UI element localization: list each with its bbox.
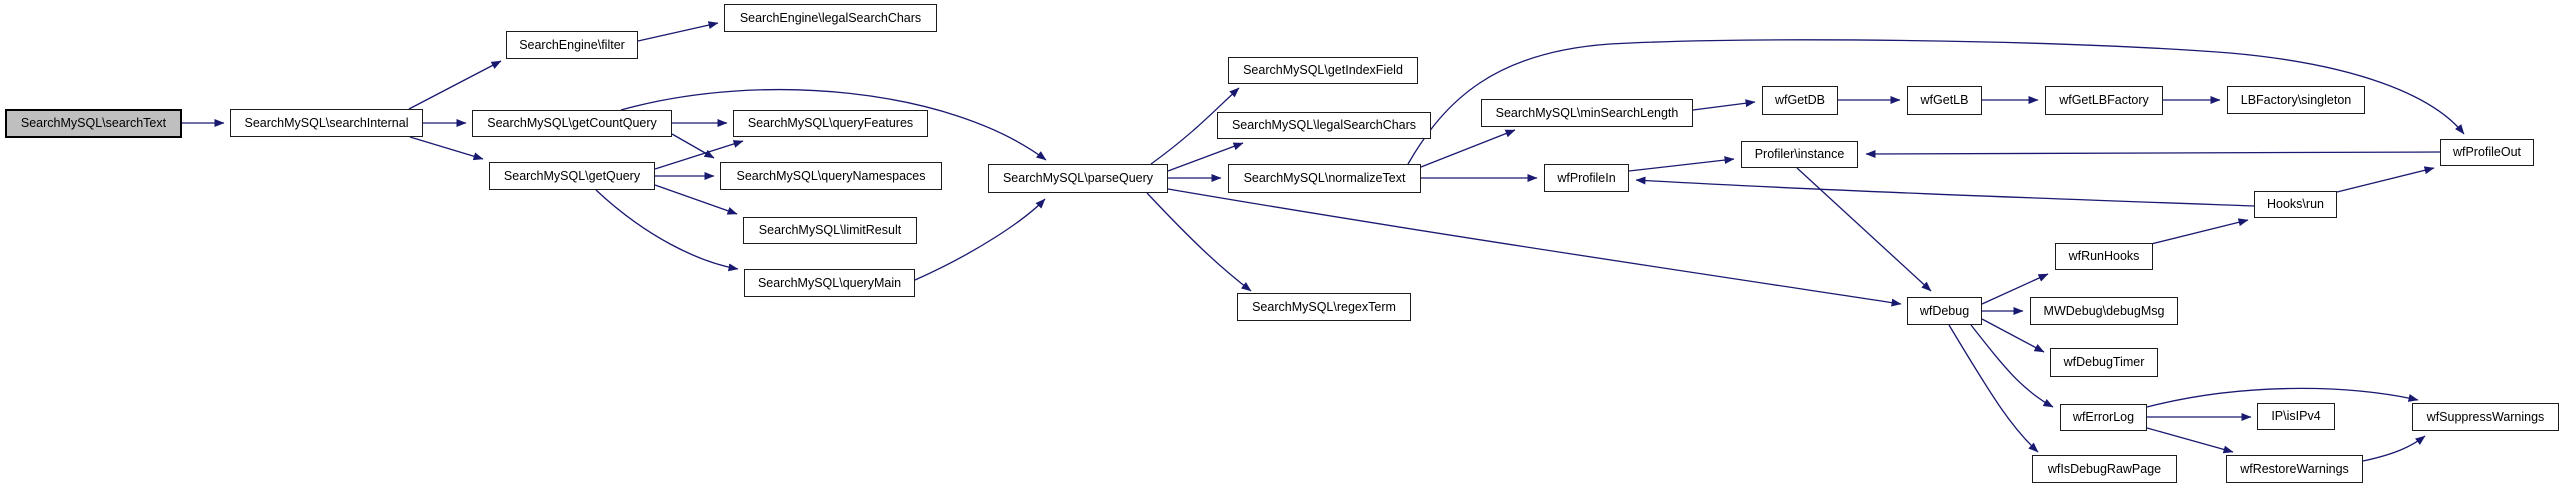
node-wf-is-debug-raw-page[interactable]: wfIsDebugRawPage (2032, 455, 2177, 483)
node-mw-debug-debug-msg[interactable]: MWDebug\debugMsg (2030, 297, 2178, 325)
node-hooks-run[interactable]: Hooks\run (2254, 191, 2337, 218)
node-query-main[interactable]: SearchMySQL\queryMain (744, 269, 915, 297)
edge-query-main-to-parse-query (914, 198, 1046, 281)
node-min-search-length[interactable]: SearchMySQL\minSearchLength (1481, 99, 1693, 127)
node-search-text[interactable]: SearchMySQL\searchText (5, 109, 182, 138)
node-profiler-instance[interactable]: Profiler\instance (1741, 141, 1858, 168)
edge-min-search-length-to-wf-get-db (1692, 99, 1756, 111)
edge-wf-restore-warnings-to-wf-suppress-warnings (2362, 435, 2426, 462)
edge-search-internal-to-se-filter (408, 60, 502, 110)
node-query-features[interactable]: SearchMySQL\queryFeatures (733, 110, 928, 137)
edge-wf-debug-to-wf-is-debug-raw-page (1948, 324, 2039, 453)
node-wf-suppress-warnings[interactable]: wfSuppressWarnings (2412, 403, 2559, 431)
node-normalize-text[interactable]: SearchMySQL\normalizeText (1228, 164, 1421, 193)
edge-wf-run-hooks-to-hooks-run (2150, 218, 2249, 245)
edge-parse-query-to-get-index-field (1150, 87, 1240, 165)
edge-get-count-query-to-query-namespaces (671, 133, 715, 159)
node-get-query[interactable]: SearchMySQL\getQuery (489, 162, 655, 190)
node-get-count-query[interactable]: SearchMySQL\getCountQuery (472, 110, 672, 137)
node-wf-debug-timer[interactable]: wfDebugTimer (2050, 348, 2158, 377)
node-wf-error-log[interactable]: wfErrorLog (2060, 404, 2147, 431)
node-lb-factory-singleton[interactable]: LBFactory\singleton (2227, 86, 2365, 114)
node-wf-profile-out[interactable]: wfProfileOut (2440, 139, 2534, 166)
edge-wf-debug-to-wf-debug-timer (1981, 318, 2045, 353)
edge-get-query-to-query-features (654, 140, 744, 170)
edge-hooks-run-to-wf-profile-in (1635, 176, 2255, 207)
node-parse-query[interactable]: SearchMySQL\parseQuery (988, 164, 1168, 193)
edge-wf-profile-out-to-profiler-instance (1865, 149, 2441, 158)
edge-wf-debug-to-wf-run-hooks (1981, 273, 2049, 305)
node-query-namespaces[interactable]: SearchMySQL\queryNamespaces (720, 162, 942, 190)
edge-parse-query-to-regex-term (1146, 192, 1252, 292)
edge-wf-debug-to-wf-error-log (1970, 324, 2054, 408)
node-wf-debug[interactable]: wfDebug (1907, 297, 1982, 325)
node-wf-get-lb[interactable]: wfGetLB (1907, 86, 1982, 115)
edge-normalize-text-to-wf-profile-out (1407, 39, 2465, 165)
node-wf-restore-warnings[interactable]: wfRestoreWarnings (2226, 455, 2363, 483)
edge-se-filter-to-se-legal-search-chars (637, 21, 719, 42)
node-get-index-field[interactable]: SearchMySQL\getIndexField (1228, 57, 1418, 84)
edge-parse-query-to-wf-debug (1167, 188, 1902, 307)
edge-wf-error-log-to-wf-suppress-warnings (2146, 387, 2419, 408)
edge-wf-error-log-to-wf-restore-warnings (2146, 427, 2234, 454)
node-ip-is-ipv4[interactable]: IP\isIPv4 (2257, 403, 2335, 430)
edge-get-query-to-limit-result (654, 184, 738, 215)
node-wf-get-lb-factory[interactable]: wfGetLBFactory (2045, 86, 2163, 115)
node-se-legal-search-chars[interactable]: SearchEngine\legalSearchChars (724, 4, 937, 32)
edge-normalize-text-to-min-search-length (1420, 129, 1516, 168)
edge-get-query-to-query-main (595, 189, 739, 272)
node-sm-legal-search-chars[interactable]: SearchMySQL\legalSearchChars (1217, 112, 1431, 139)
node-regex-term[interactable]: SearchMySQL\regexTerm (1237, 293, 1411, 321)
node-search-internal[interactable]: SearchMySQL\searchInternal (230, 109, 423, 137)
node-wf-run-hooks[interactable]: wfRunHooks (2055, 243, 2153, 270)
edge-search-internal-to-get-query (409, 136, 484, 161)
edge-wf-profile-in-to-profiler-instance (1628, 156, 1735, 172)
node-wf-profile-in[interactable]: wfProfileIn (1544, 164, 1629, 192)
edge-profiler-instance-to-wf-debug (1796, 167, 1932, 292)
edge-get-count-query-to-parse-query (620, 88, 1047, 161)
node-limit-result[interactable]: SearchMySQL\limitResult (743, 217, 917, 244)
edge-parse-query-to-sm-legal-search-chars (1167, 142, 1244, 172)
edge-hooks-run-to-wf-profile-out (2336, 166, 2435, 193)
node-wf-get-db[interactable]: wfGetDB (1762, 86, 1838, 115)
node-se-filter[interactable]: SearchEngine\filter (506, 31, 638, 59)
